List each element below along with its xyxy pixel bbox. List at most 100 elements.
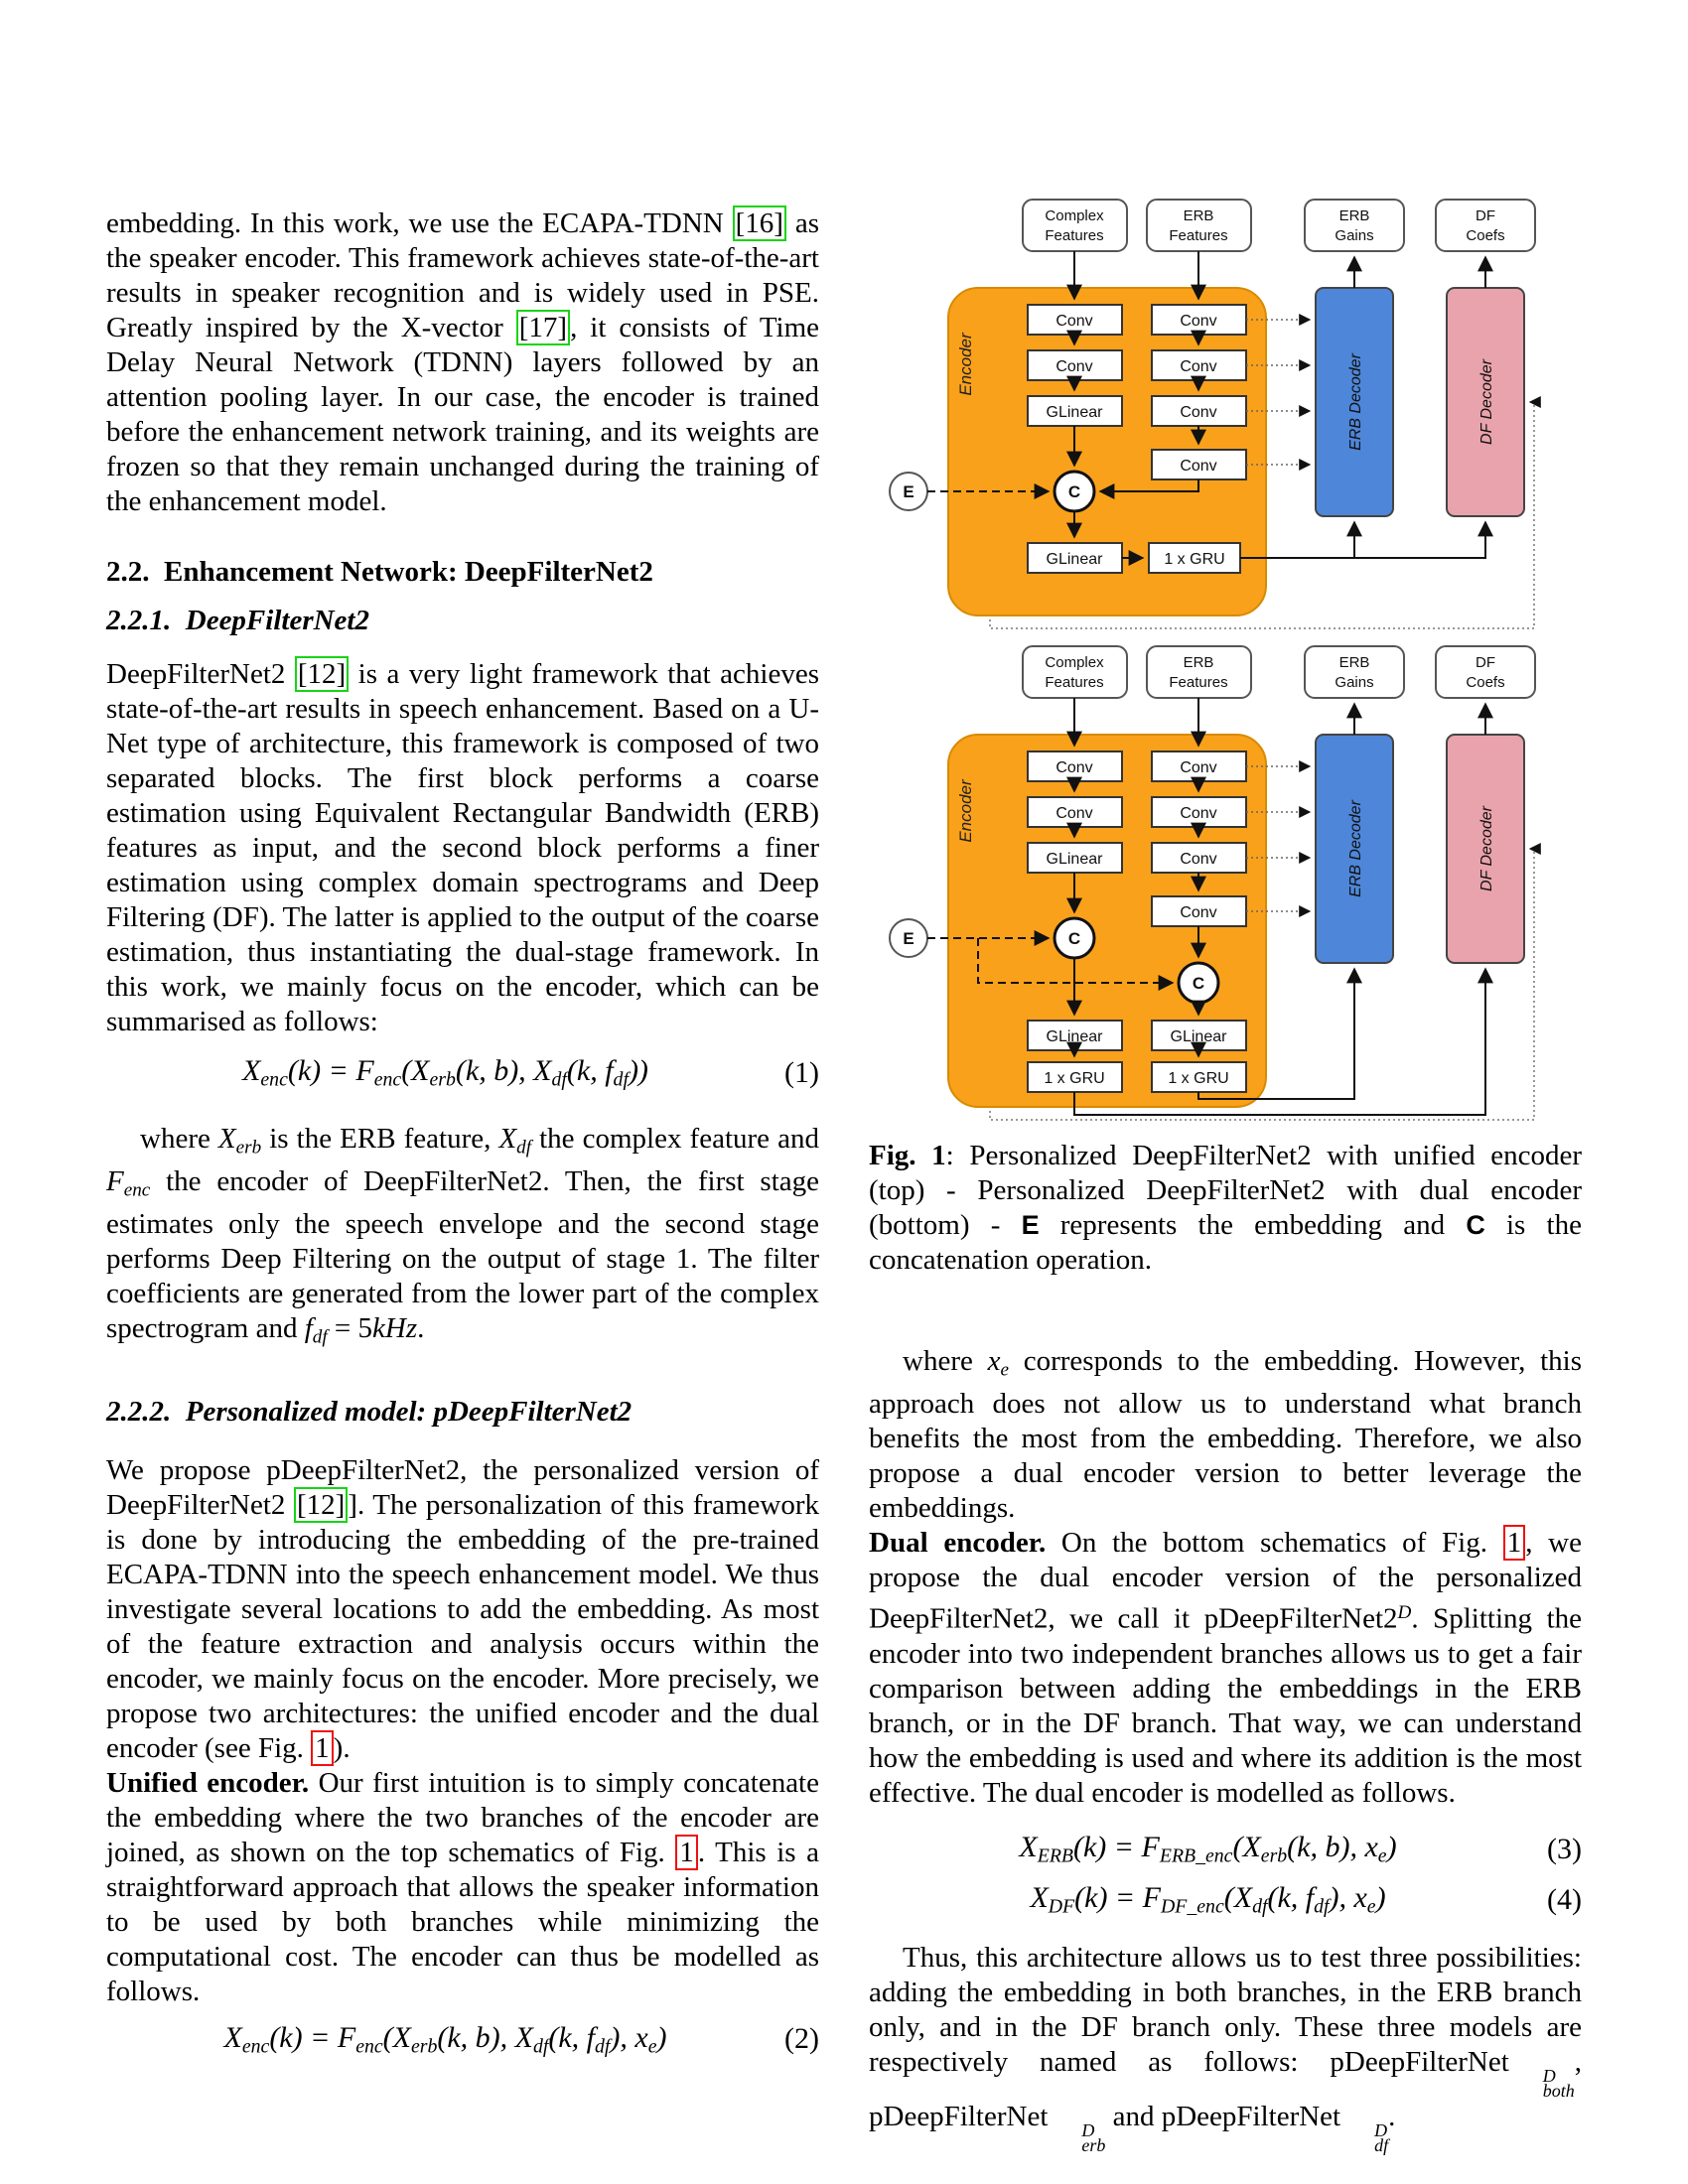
- equation-2-number: (2): [784, 2022, 819, 2056]
- erb-features-label: ERB: [1184, 207, 1214, 224]
- conv-label: Conv: [1055, 358, 1092, 375]
- figure-caption: Fig. 1: Personalized DeepFilterNet2 with…: [869, 1140, 1582, 1276]
- conv-label: Conv: [1180, 805, 1216, 822]
- erb-gains-label: ERB: [1339, 207, 1370, 224]
- body-paragraph-where-xerb: where Xerb is the ERB feature, Xdf the c…: [106, 1122, 819, 1348]
- erb-gains-label: ERB: [1339, 654, 1370, 671]
- body-paragraph-where-xe: where xe corresponds to the embedding. H…: [869, 1345, 1583, 1525]
- glinear-label: GLinear: [1047, 1028, 1104, 1045]
- input-feature-boxes: Complex Features ERB Features ERB Gains …: [1022, 199, 1536, 252]
- gru-label: 1 x GRU: [1044, 1070, 1104, 1087]
- subsection-heading-2-2-1: 2.2.1. DeepFilterNet2: [106, 605, 369, 636]
- figure-ref-link[interactable]: 1: [311, 1729, 334, 1766]
- df-coefs-label: DF: [1476, 654, 1495, 671]
- conv-label: Conv: [1055, 313, 1092, 330]
- complex-features-label: Complex: [1045, 654, 1104, 671]
- gru-label: 1 x GRU: [1164, 551, 1224, 568]
- equation-4: XDF(k) = FDF_enc(Xdf(k, fdf), xe) (4): [869, 1881, 1582, 1919]
- erb-branch: Conv Conv Conv Conv C GLinear 1 x GRU: [1151, 751, 1247, 1093]
- glinear-box: [1027, 395, 1123, 427]
- embedding-label: E: [903, 482, 914, 501]
- concat-label: C: [1193, 974, 1204, 993]
- concat-label: C: [1068, 929, 1080, 948]
- citation-link[interactable]: [12]: [293, 1486, 349, 1523]
- erb-features-label2: Features: [1169, 227, 1227, 244]
- equation-2-body: Xenc(k) = Fenc(Xerb(k, b), Xdf(k, fdf), …: [223, 2020, 667, 2058]
- conv-box: [1027, 751, 1123, 782]
- erb-decoder-label: ERB Decoder: [1347, 799, 1364, 896]
- equation-4-body: XDF(k) = FDF_enc(Xdf(k, fdf), xe): [1030, 1881, 1386, 1918]
- equation-3-body: XERB(k) = FERB_enc(Xerb(k, b), xe): [1019, 1830, 1397, 1867]
- gru-box: [1148, 542, 1241, 574]
- input-feature-boxes: Complex Features ERB Features ERB Gains …: [1022, 645, 1536, 699]
- df-coefs-label2: Coefs: [1466, 227, 1504, 244]
- embedding-label: E: [903, 929, 914, 948]
- conv-label: Conv: [1180, 851, 1216, 868]
- section-heading-2-2: 2.2. Enhancement Network: DeepFilterNet2: [106, 556, 653, 588]
- complex-features-label2: Features: [1045, 227, 1103, 244]
- erb-decoder-label: ERB Decoder: [1347, 352, 1364, 450]
- body-paragraph-unified-encoder: Unified encoder. Our first intuition is …: [106, 1766, 819, 2007]
- equation-2: Xenc(k) = Fenc(Xerb(k, b), Xdf(k, fdf), …: [106, 2021, 819, 2059]
- df-decoder-label: DF Decoder: [1478, 358, 1495, 445]
- equation-3-number: (3): [1547, 1832, 1582, 1865]
- equation-3: XERB(k) = FERB_enc(Xerb(k, b), xe) (3): [869, 1831, 1582, 1868]
- conv-box: [1151, 304, 1247, 336]
- df-coefs-box: [1435, 199, 1536, 252]
- conv-box: [1027, 304, 1123, 336]
- glinear-label: GLinear: [1047, 551, 1104, 568]
- citation-link[interactable]: [12]: [294, 656, 350, 692]
- df-coefs-box: [1435, 645, 1536, 699]
- body-paragraph-three-models: Thus, this architecture allows us to tes…: [869, 1941, 1582, 2156]
- complex-branch: Conv Conv GLinear: [1027, 304, 1123, 427]
- glinear-box: [1027, 542, 1123, 574]
- left-text-column: embedding. In this work, we use the ECAP…: [106, 189, 819, 2058]
- citation-link[interactable]: [16]: [732, 205, 786, 241]
- gru-box: [1027, 1061, 1123, 1093]
- conv-box: [1151, 449, 1247, 480]
- glinear-label: GLinear: [1047, 404, 1104, 421]
- complex-features-label2: Features: [1045, 674, 1103, 691]
- encoder-label: Encoder: [956, 778, 975, 843]
- body-paragraph-deepfilternet2: DeepFilterNet2 [12] is a very light fram…: [106, 656, 819, 1037]
- erb-features-label2: Features: [1169, 674, 1227, 691]
- figure-ref-link[interactable]: 1: [675, 1834, 698, 1870]
- flow-arrows: [1066, 251, 1493, 566]
- erb-gains-label2: Gains: [1335, 674, 1373, 691]
- equation-1-number: (1): [784, 1055, 819, 1089]
- df-coefs-label: DF: [1476, 207, 1495, 224]
- concat-label: C: [1068, 482, 1080, 501]
- glinear-label: GLinear: [1171, 1028, 1228, 1045]
- equation-1-body: Xenc(k) = Fenc(Xerb(k, b), Xdf(k, fdf)): [242, 1054, 648, 1091]
- conv-label: Conv: [1180, 904, 1216, 921]
- erb-gains-label2: Gains: [1335, 227, 1373, 244]
- subsection-heading-2-2-2: 2.2.2. Personalized model: pDeepFilterNe…: [106, 1395, 633, 1428]
- conv-skip-arrows: [1246, 760, 1312, 917]
- erb-gains-box: [1304, 645, 1405, 699]
- erb-features-label: ERB: [1184, 654, 1214, 671]
- conv-label: Conv: [1055, 805, 1092, 822]
- conv-label: Conv: [1180, 458, 1216, 475]
- equation-1: Xenc(k) = Fenc(Xerb(k, b), Xdf(k, fdf)) …: [106, 1054, 819, 1092]
- figure-ref-link[interactable]: 1: [1502, 1525, 1526, 1562]
- gru-label: 1 x GRU: [1168, 1070, 1228, 1087]
- conv-skip-arrows: [1246, 314, 1312, 471]
- body-paragraph-embedding: embedding. In this work, we use the ECAP…: [106, 205, 819, 517]
- flow-arrows: [1066, 698, 1493, 1116]
- right-text-column: Encoder Complex Features ERB Features ER…: [869, 189, 1583, 2156]
- citation-link[interactable]: [17]: [515, 310, 571, 345]
- df-decoder-label: DF Decoder: [1478, 805, 1495, 891]
- body-paragraph-dual-encoder: Dual encoder. On the bottom schematics o…: [869, 1525, 1582, 1809]
- conv-label: Conv: [1180, 404, 1216, 421]
- gru-box: [1151, 1061, 1247, 1093]
- glinear-label: GLinear: [1047, 851, 1104, 868]
- figure-diagram-unified-encoder: Encoder Complex Features ERB Features ER…: [889, 199, 1541, 629]
- conv-label: Conv: [1180, 313, 1216, 330]
- complex-features-label: Complex: [1045, 207, 1104, 224]
- encoder-label: Encoder: [956, 332, 975, 396]
- erb-gains-box: [1304, 199, 1405, 252]
- df-coefs-label2: Coefs: [1466, 674, 1504, 691]
